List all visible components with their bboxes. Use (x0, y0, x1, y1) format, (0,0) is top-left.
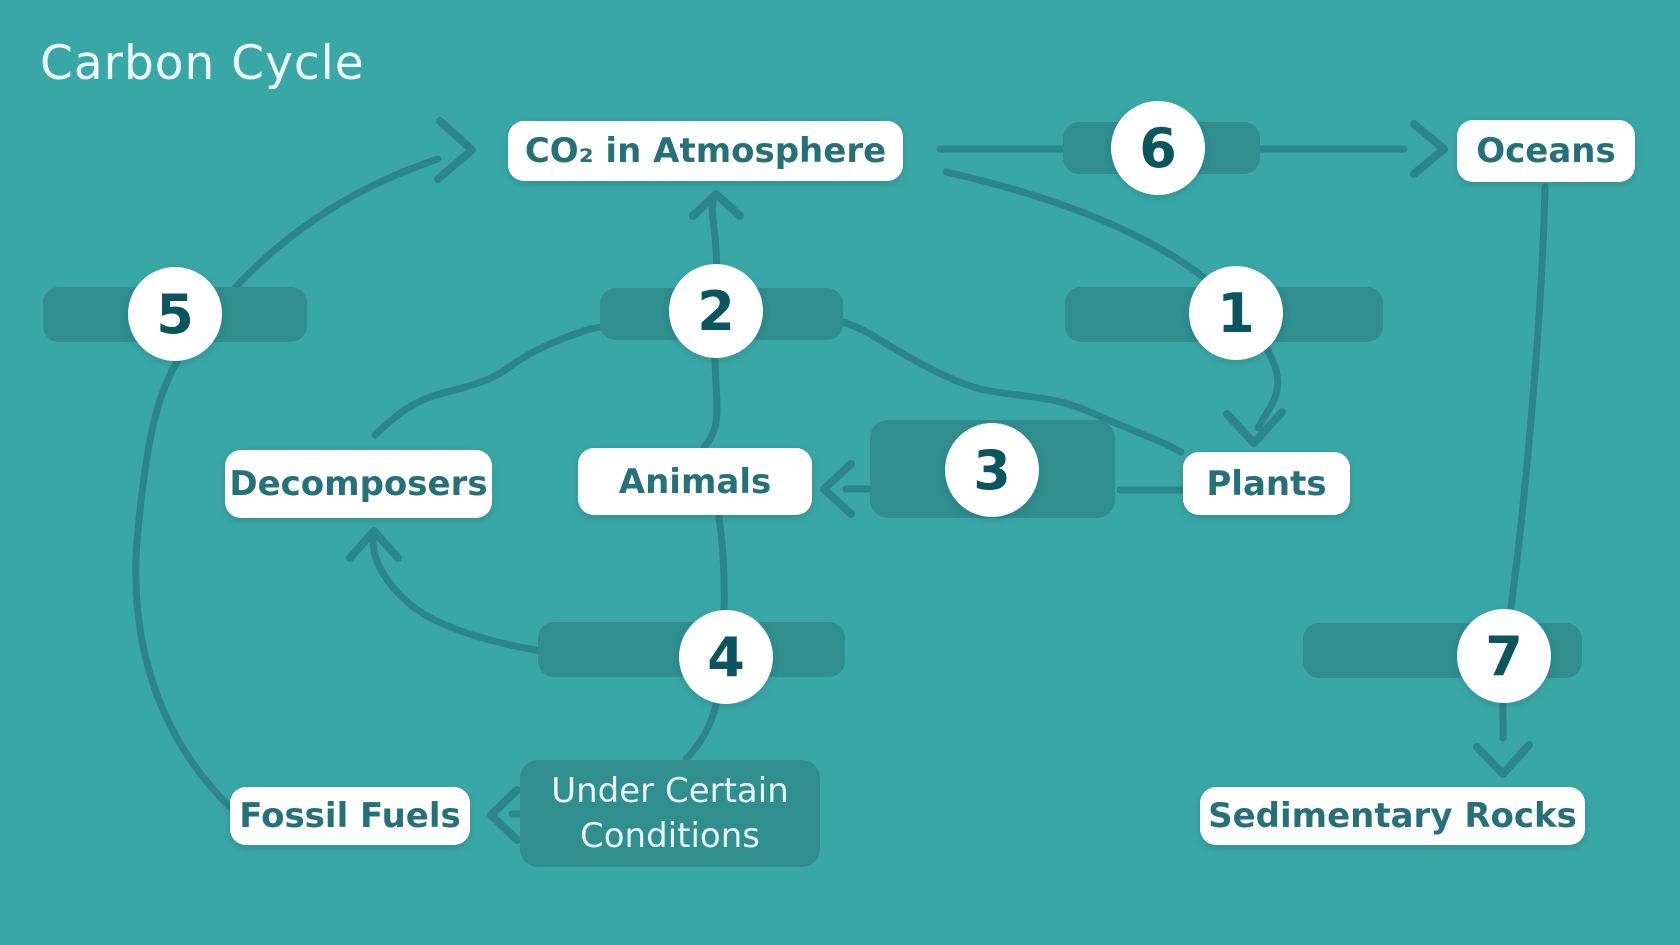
arrow-blank4-to-decomposers (369, 532, 545, 655)
arrowhead-into-sedimentary (1473, 741, 1533, 778)
line-plants-to-blank2 (839, 318, 1185, 456)
arrowhead-into-decomposers (346, 527, 402, 562)
node-fossil-fuels: Fossil Fuels (230, 787, 470, 845)
number-badge-5: 5 (128, 267, 222, 361)
node-animals: Animals (578, 448, 812, 515)
arrowhead-into-oceans (1410, 120, 1448, 178)
number-badge-4: 4 (679, 610, 773, 704)
decomposers-label: Decomposers (229, 464, 488, 504)
node-plants: Plants (1183, 452, 1350, 515)
co2-atmosphere-label: CO₂ in Atmosphere (524, 131, 887, 171)
sedimentary-rocks-label: Sedimentary Rocks (1208, 796, 1577, 836)
arrowhead-into-plants (1223, 408, 1286, 447)
number-badge-6: 6 (1111, 101, 1205, 195)
badge-2-number: 2 (697, 279, 735, 343)
arrow-fossil-fuels-to-co2 (132, 155, 442, 814)
badge-3-number: 3 (973, 438, 1011, 502)
ucc-label-line2: Conditions (580, 815, 760, 856)
plants-label: Plants (1206, 463, 1327, 504)
node-decomposers: Decomposers (225, 450, 492, 518)
node-sedimentary-rocks: Sedimentary Rocks (1200, 787, 1585, 845)
node-co2-atmosphere: CO₂ in Atmosphere (508, 121, 903, 181)
page-title: Carbon Cycle (40, 36, 365, 91)
number-badge-3: 3 (945, 423, 1039, 517)
animals-label: Animals (618, 461, 772, 502)
arrow-oceans-to-sedimentary (1499, 183, 1549, 742)
number-badge-7: 7 (1457, 609, 1551, 703)
arrowhead-into-animals (820, 460, 855, 518)
node-oceans: Oceans (1457, 120, 1635, 182)
badge-4-number: 4 (707, 625, 745, 689)
line-decomposers-to-blank2 (371, 323, 605, 439)
arrowhead-into-co2-left (434, 117, 476, 183)
arrowhead-into-fossil-fuels (487, 786, 521, 844)
badge-7-number: 7 (1485, 624, 1523, 688)
number-badge-2: 2 (669, 264, 763, 358)
badge-6-number: 6 (1139, 116, 1177, 180)
oceans-label: Oceans (1476, 131, 1616, 171)
arrowhead-into-co2 (689, 190, 744, 220)
badge-5-number: 5 (156, 282, 194, 346)
node-under-certain-conditions: Under Certain Conditions (520, 760, 820, 867)
badge-1-number: 1 (1217, 281, 1255, 345)
ucc-label-line1: Under Certain (551, 771, 789, 812)
fossil-fuels-label: Fossil Fuels (239, 796, 461, 836)
number-badge-1: 1 (1189, 266, 1283, 360)
